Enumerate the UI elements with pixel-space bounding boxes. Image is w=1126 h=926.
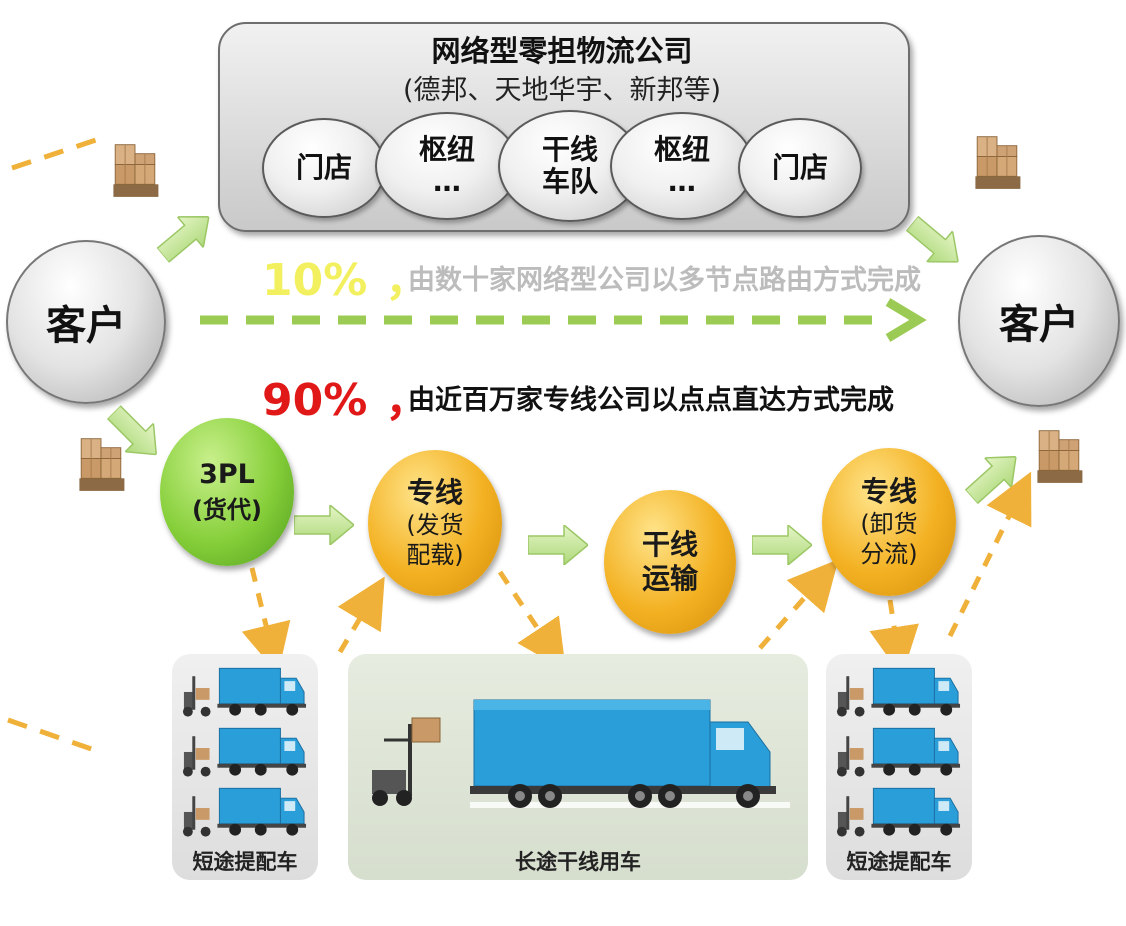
dashed-route-arrowhead [885,298,927,342]
dedicated-route-description: 由近百万家专线公司以点点直达方式完成 [408,385,894,416]
node-line-send-title: 专线 [406,476,463,510]
node-line-receive-sub: (卸货 [860,509,918,538]
network-node-label: … [668,165,696,198]
node-line-receive: 专线 (卸货 分流) [822,448,956,596]
network-node-hub-left: 枢纽 … [375,112,519,220]
panel-longhaul-label: 长途干线用车 [515,850,641,874]
panel-pickup-right-label: 短途提配车 [846,850,952,874]
dedicated-percent-separator: ， [385,375,430,426]
node-line-send: 专线 (发货 配载) [368,450,502,596]
pickup-truck-icon [835,726,962,778]
cargo-boxes-icon [78,438,125,492]
node-3pl-subtitle: (货代) [192,496,262,524]
cargo-boxes-icon [974,136,1021,190]
network-percent-value: 10% [262,255,368,306]
network-node-label: 门店 [295,150,352,184]
dedicated-percent-value: 90% [262,375,368,426]
network-node-store-right: 门店 [738,118,862,218]
network-group-title: 网络型零担物流公司 [431,34,693,68]
dash-line-to-longhaul [497,570,566,671]
network-node-label: 枢纽 [653,132,710,166]
pickup-truck-icon [181,786,308,838]
pickup-truck-icon [835,666,962,718]
dedicated-share-percent: 90% ， [262,364,429,428]
dash-pickup-to-line [337,576,385,654]
network-group-subtitle: (德邦、天地华宇、新邦等) [402,75,722,106]
node-line-send-sub: (发货 [406,510,464,539]
customer-left-label: 客户 [46,303,126,349]
network-node-label: 门店 [771,150,828,184]
longhaul-truck-icon [372,699,790,808]
network-route-description: 由数十家网络型公司以多节点路由方式完成 [408,265,921,296]
node-line-receive-title: 专线 [860,475,917,509]
pickup-truck-icon [181,666,308,718]
decor-dash-top-left [11,135,103,171]
network-share-percent: 10% ， [262,244,429,308]
pickup-truck-icon [835,786,962,838]
customer-right-label: 客户 [999,302,1079,348]
pickup-truck-icon [181,726,308,778]
decor-dash-bottom-left [7,717,101,755]
cargo-boxes-icon [1036,430,1083,484]
node-3pl: 3PL (货代) [160,418,294,566]
network-node-label: 干线 [541,132,598,166]
node-trunk-title: 干线 [641,528,698,562]
dash-delivery-to-customer [947,471,1032,638]
network-node-label: 车队 [541,165,598,198]
network-node-hub-right: 枢纽 … [610,112,754,220]
node-3pl-title: 3PL [199,459,255,490]
panel-pickup-left-label: 短途提配车 [192,850,298,874]
customer-left: 客户 [6,240,166,404]
cargo-boxes-icon [112,144,159,198]
node-line-send-sub: 配载) [406,540,464,569]
network-node-label: 枢纽 [418,132,475,166]
network-node-store-left: 门店 [262,118,386,218]
customer-right: 客户 [958,235,1120,407]
network-percent-separator: ， [385,255,430,306]
network-node-label: … [433,165,461,198]
node-trunk-title: 运输 [641,562,698,595]
node-line-receive-sub: 分流) [860,539,918,568]
dash-line-to-delivery [869,599,919,677]
node-trunk-transport: 干线 运输 [604,490,736,634]
